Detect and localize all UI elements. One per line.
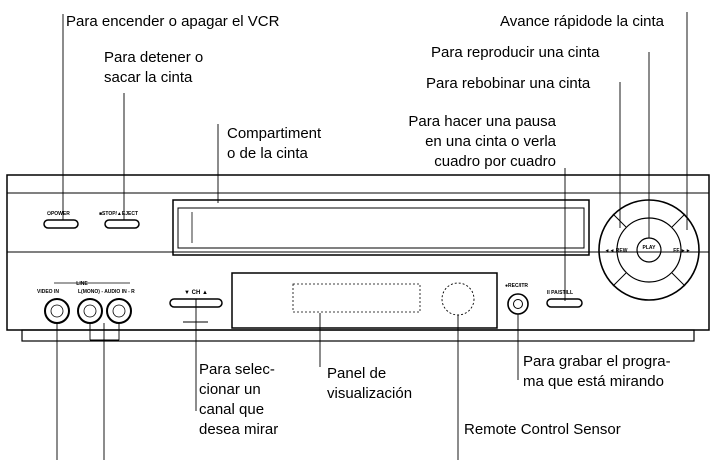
callout-channel-select: Para selec- cionar un canal que desea mi… [199,361,279,438]
display-panel [231,272,498,329]
power-label: ⏻POWER [47,211,70,217]
play-label: PLAY [643,245,657,251]
remote-sensor [441,282,475,316]
callout-remote-sensor: Remote Control Sensor [464,421,621,438]
audio-in-left-jack[interactable] [77,298,103,324]
stop-eject-button[interactable] [104,219,140,229]
vcr-base [21,329,695,342]
video-in-label: VIDEO IN [37,289,59,295]
callout-record: Para grabar el progra- ma que está miran… [523,353,671,390]
power-button[interactable] [43,219,79,229]
callout-rewind: Para rebobinar una cinta [426,75,591,92]
callout-fast-forward: Avance rápidode la cinta [500,13,665,30]
record-button[interactable] [507,293,529,315]
tape-compartment[interactable] [172,199,590,256]
channel-label: ▼ CH ▲ [184,290,208,296]
stop-eject-label: ■STOP/▲EJECT [99,211,138,217]
record-label: ●REC/ITR [505,283,528,289]
callout-play: Para reproducir una cinta [431,44,600,61]
line-label: LINE [76,281,88,287]
callout-stop-eject: Para detener o sacar la cinta [104,49,204,86]
fast-forward-label: FF ►► [673,248,690,254]
callout-tape-compartment: Compartiment o de la cinta [227,125,322,162]
callout-display-panel: Panel de visualización [327,365,413,402]
audio-in-label: L(MONO) - AUDIO IN - R [78,289,135,295]
display-window [292,283,421,313]
pause-button[interactable] [546,298,583,308]
video-in-jack[interactable] [44,298,70,324]
callout-power: Para encender o apagar el VCR [66,13,280,30]
callout-pause: Para hacer una pausa en una cinta o verl… [408,113,556,170]
pause-label: II PA/STILL [547,290,573,296]
audio-in-right-jack[interactable] [106,298,132,324]
rewind-label: ◄◄ REW [605,248,628,254]
